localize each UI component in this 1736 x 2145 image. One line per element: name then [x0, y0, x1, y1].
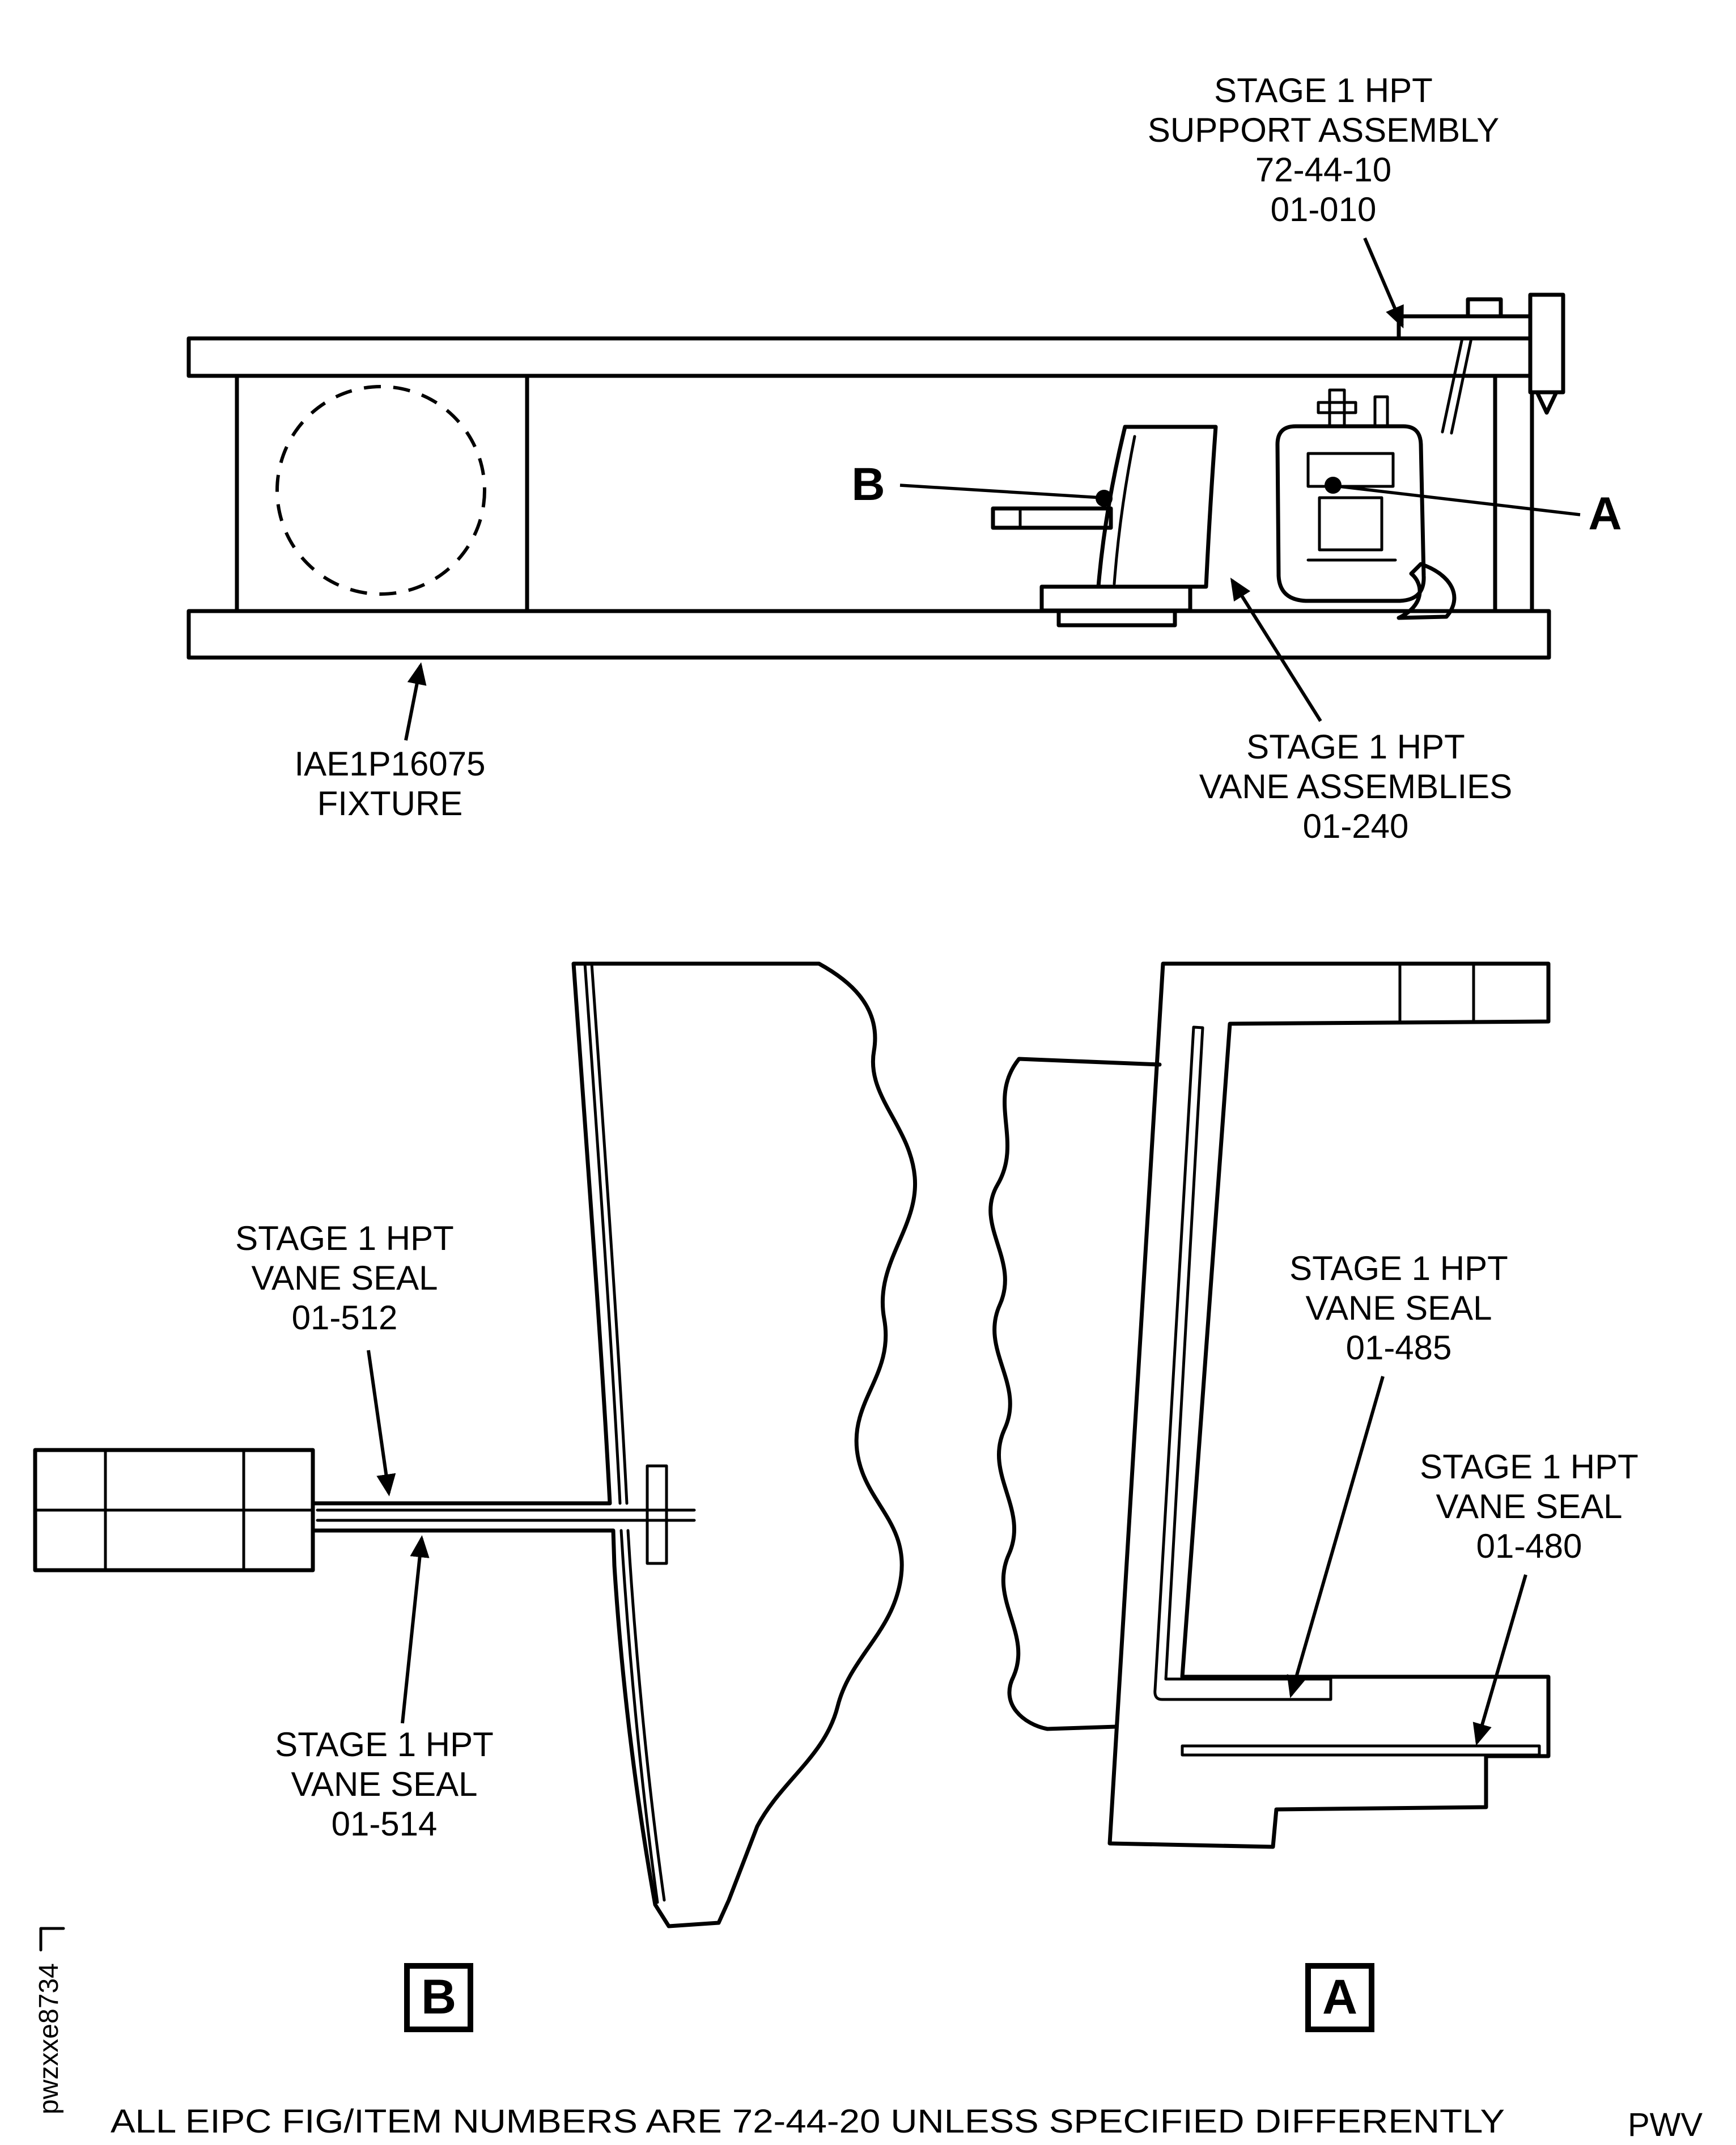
seal-512-arrow	[367, 1350, 396, 1497]
vane-cross-section-b	[311, 961, 918, 1928]
seal-514-label: STAGE 1 HPT VANE SEAL 01-514	[275, 1535, 494, 1843]
seal-514-label-line1: STAGE 1 HPT	[275, 1726, 494, 1764]
seal-512-label-line1: STAGE 1 HPT	[235, 1219, 454, 1257]
support-housing-detail-lower	[1318, 496, 1383, 552]
vane-body	[1096, 425, 1218, 589]
support-housing-bolt-2	[1373, 395, 1389, 428]
support-housing-bolt-cross	[1317, 401, 1357, 414]
footer-note: ALL EIPC FIG/ITEM NUMBERS ARE 72-44-20 U…	[111, 2103, 1505, 2140]
vane-body-inner-line	[1113, 435, 1136, 586]
detail-b-marker-box	[404, 1963, 473, 2032]
seal-485-label-line1: STAGE 1 HPT	[1289, 1249, 1508, 1287]
vane-seal-slot-b	[646, 1464, 668, 1565]
seal-514-label-line3: 01-514	[332, 1805, 438, 1843]
callout-a-leader	[1338, 485, 1581, 516]
doc-code-vertical: pwzxxe8734	[34, 1963, 64, 2114]
fixture-label: IAE1P16075 FIXTURE	[295, 662, 486, 823]
doc-code-bracket	[39, 1927, 65, 1952]
detail-view-a: STAGE 1 HPT VANE SEAL 01-485 STAGE 1 HPT…	[988, 961, 1639, 2032]
callout-b-dot	[1096, 490, 1113, 507]
seal-480-label-line3: 01-480	[1476, 1527, 1582, 1565]
seal-485-label: STAGE 1 HPT VANE SEAL 01-485	[1287, 1249, 1508, 1698]
vane-foot	[1039, 584, 1192, 613]
fixture-top-rail	[186, 336, 1534, 378]
seal-485-label-line3: 01-485	[1346, 1329, 1452, 1367]
top-assembly-view: B A STAGE 1 HPT SUPPORT ASSEMBLY 72-44-1…	[186, 71, 1622, 845]
vane-foot-base	[1056, 608, 1177, 628]
footer: pwzxxe8734 ALL EIPC FIG/ITEM NUMBERS ARE…	[34, 1927, 1703, 2143]
detail-b-marker-letter: B	[421, 1970, 456, 2024]
break-edge-a	[988, 1057, 1162, 1731]
vane-assemblies-label-line3: 01-240	[1303, 807, 1409, 845]
seal-480-label-line2: VANE SEAL	[1436, 1487, 1622, 1525]
fixture-arrow	[404, 662, 427, 741]
seal-512-label: STAGE 1 HPT VANE SEAL 01-512	[235, 1219, 454, 1497]
fixture-side-box	[235, 374, 529, 613]
support-housing-detail-upper	[1306, 452, 1395, 488]
seal-514-arrow	[401, 1535, 430, 1724]
support-assembly-label-line3: 72-44-10	[1255, 151, 1391, 189]
fixture-label-line2: FIXTURE	[317, 785, 463, 823]
support-assembly-bolt-tip	[1535, 390, 1559, 415]
detail-a-marker-letter: A	[1322, 1970, 1357, 2024]
callout-b-leader	[899, 484, 1102, 499]
seal-480-label-line1: STAGE 1 HPT	[1420, 1448, 1639, 1486]
vane-assemblies-arrow	[1230, 578, 1322, 722]
vane-internal-passages-b	[583, 962, 666, 1904]
vane-seal-strip-480	[1181, 1744, 1541, 1757]
support-assembly-label: STAGE 1 HPT SUPPORT ASSEMBLY 72-44-10 01…	[1148, 71, 1499, 329]
support-assembly-label-line1: STAGE 1 HPT	[1214, 71, 1433, 109]
support-assembly-block	[1528, 292, 1565, 395]
vane-front-arm	[991, 506, 1113, 530]
support-assembly-arrow	[1363, 237, 1404, 329]
vane-assemblies-label-line2: VANE ASSEMBLIES	[1199, 768, 1512, 806]
vane-seal-strip-485	[1153, 1025, 1332, 1701]
vane-assemblies-label-line1: STAGE 1 HPT	[1246, 728, 1465, 766]
callout-a-letter: A	[1588, 488, 1622, 540]
support-assembly-label-line4: 01-010	[1271, 190, 1377, 228]
detail-view-b: STAGE 1 HPT VANE SEAL 01-512 STAGE 1 HPT…	[33, 961, 918, 2032]
seal-480-arrow	[1472, 1574, 1527, 1746]
seal-512-label-line2: VANE SEAL	[251, 1259, 438, 1297]
support-assembly-strut	[1441, 337, 1473, 435]
detail-a-marker-box	[1305, 1963, 1374, 2032]
fixture-bottom-rail	[186, 609, 1551, 660]
support-assembly-label-line2: SUPPORT ASSEMBLY	[1148, 111, 1499, 149]
callout-b-letter: B	[851, 459, 885, 510]
seal-485-arrow	[1287, 1376, 1385, 1698]
callout-a-dot	[1325, 477, 1342, 494]
vane-seal-strips-b	[316, 1508, 696, 1522]
support-housing-bolt-1	[1328, 388, 1346, 428]
fixture-right-wall	[1493, 374, 1534, 613]
seal-485-label-line2: VANE SEAL	[1305, 1289, 1492, 1327]
support-assembly-tab	[1466, 297, 1503, 319]
vane-cross-section-a	[1107, 961, 1551, 1849]
publisher-code: PWV	[1628, 2106, 1703, 2143]
fixture-label-line1: IAE1P16075	[295, 745, 486, 783]
support-housing	[1275, 424, 1426, 603]
seal-480-label: STAGE 1 HPT VANE SEAL 01-480	[1420, 1448, 1639, 1746]
seal-512-label-line3: 01-512	[292, 1299, 398, 1337]
fixture-bore-circle	[275, 385, 486, 596]
support-housing-hook	[1397, 562, 1457, 620]
vane-assemblies-label: STAGE 1 HPT VANE ASSEMBLIES 01-240	[1199, 578, 1512, 845]
seal-514-label-line2: VANE SEAL	[291, 1765, 477, 1803]
